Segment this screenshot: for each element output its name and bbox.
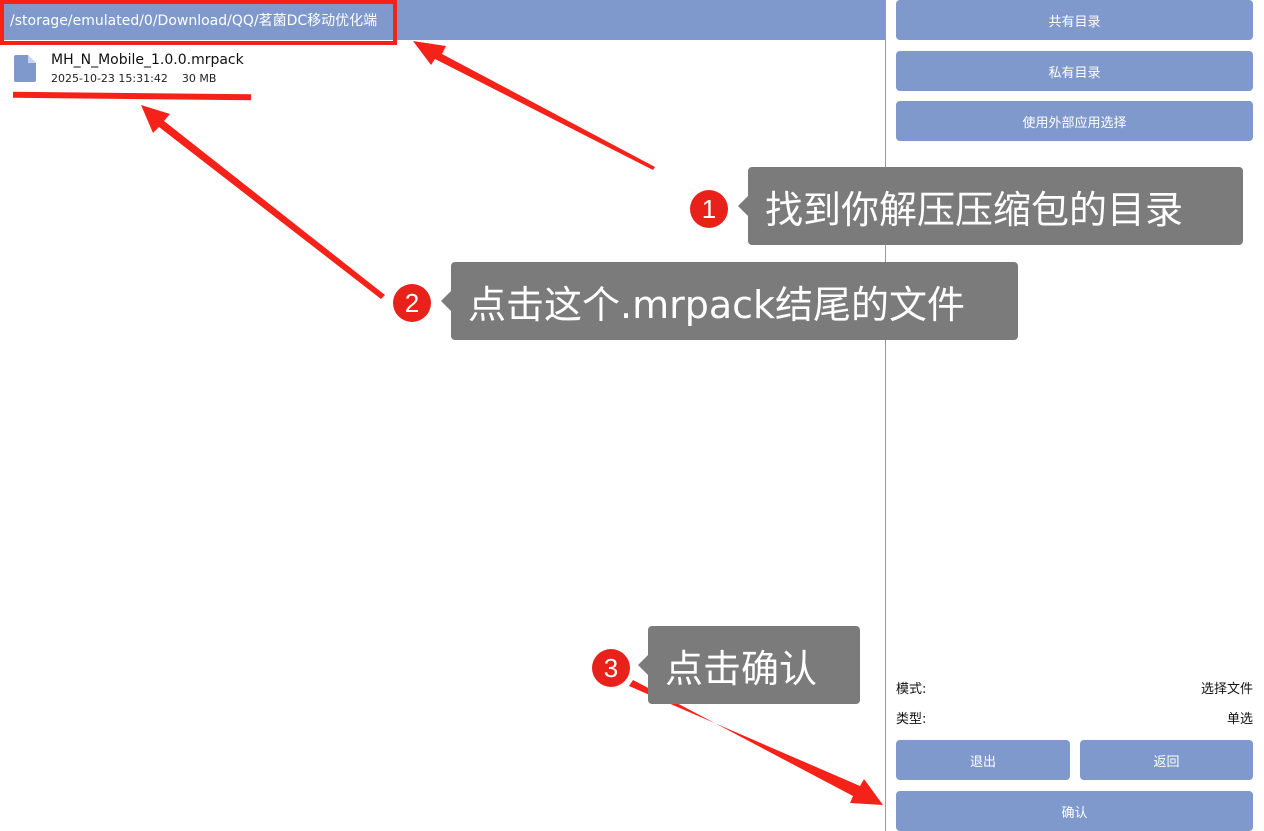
external-app-select-button[interactable]: 使用外部应用选择 bbox=[896, 101, 1253, 141]
step-3-callout: 点击确认 bbox=[638, 626, 860, 704]
step-2-badge: 2 bbox=[393, 284, 431, 322]
mode-value: 选择文件 bbox=[1200, 682, 1253, 697]
arrow-to-confirm bbox=[629, 680, 883, 805]
mode-label: 模式: bbox=[896, 682, 927, 697]
path-highlight-box bbox=[0, 0, 397, 45]
private-directory-button[interactable]: 私有目录 bbox=[896, 51, 1253, 91]
arrow-to-file bbox=[141, 105, 385, 299]
step-2-callout: 点击这个.mrpack结尾的文件 bbox=[441, 262, 1018, 340]
step-1-badge: 1 bbox=[690, 190, 728, 228]
back-button[interactable]: 返回 bbox=[1080, 740, 1253, 780]
current-path: /storage/emulated/0/Download/QQ/茗菌DC移动优化… bbox=[10, 13, 378, 29]
arrow-to-path bbox=[413, 41, 655, 170]
shared-directory-button[interactable]: 共有目录 bbox=[896, 0, 1253, 40]
exit-button[interactable]: 退出 bbox=[896, 740, 1070, 780]
confirm-button[interactable]: 确认 bbox=[896, 791, 1253, 831]
file-icon bbox=[14, 55, 36, 82]
file-meta: 2025-10-23 15:31:42 30 MB bbox=[51, 72, 216, 85]
step-3-badge: 3 bbox=[592, 649, 630, 687]
file-name: MH_N_Mobile_1.0.0.mrpack bbox=[51, 52, 244, 68]
type-label: 类型: bbox=[896, 712, 927, 727]
file-date: 2025-10-23 15:31:42 bbox=[51, 72, 168, 85]
current-path-bar: /storage/emulated/0/Download/QQ/茗菌DC移动优化… bbox=[0, 0, 885, 40]
type-value: 单选 bbox=[1226, 712, 1253, 727]
panel-divider bbox=[885, 0, 886, 831]
step-1-callout: 找到你解压压缩包的目录 bbox=[738, 167, 1243, 245]
file-size: 30 MB bbox=[181, 72, 217, 85]
